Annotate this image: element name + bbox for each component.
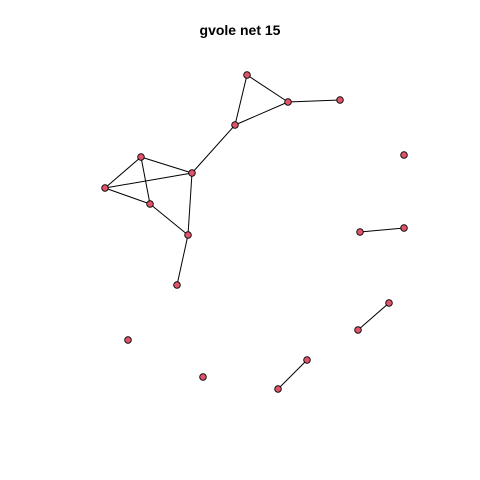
- edge-n2-n4: [287, 99, 341, 103]
- edge-n1-n3: [234, 74, 248, 126]
- edge-n2-n3: [234, 101, 289, 126]
- node-n19: [199, 373, 207, 381]
- edge-n9-n10: [176, 234, 189, 286]
- nodes-layer: [101, 71, 408, 393]
- node-n12: [356, 228, 364, 236]
- node-n16: [124, 336, 132, 344]
- edge-n14-n15: [357, 302, 390, 331]
- node-n3: [231, 121, 239, 129]
- node-n1: [243, 71, 251, 79]
- plot-title: gvole net 15: [199, 22, 281, 38]
- edge-n12-n13: [359, 227, 405, 233]
- node-n7: [101, 184, 109, 192]
- node-n14: [385, 299, 393, 307]
- node-n2: [284, 98, 292, 106]
- node-n11: [400, 151, 408, 159]
- node-n6: [137, 153, 145, 161]
- edge-n3-n5: [191, 124, 236, 174]
- edge-n5-n9: [187, 172, 193, 236]
- edge-n7-n8: [104, 187, 151, 205]
- edges-layer: [104, 74, 405, 390]
- edge-n8-n9: [149, 203, 189, 236]
- node-n9: [184, 231, 192, 239]
- node-n18: [274, 385, 282, 393]
- edge-n5-n7: [104, 172, 193, 189]
- node-n10: [173, 281, 181, 289]
- node-n4: [336, 96, 344, 104]
- edge-n1-n2: [246, 74, 289, 103]
- node-n8: [146, 200, 154, 208]
- node-n13: [400, 224, 408, 232]
- edge-n17-n18: [277, 359, 308, 390]
- edge-n6-n7: [104, 156, 142, 189]
- edge-n6-n8: [140, 156, 151, 205]
- edge-n5-n6: [140, 156, 193, 174]
- node-n17: [303, 356, 311, 364]
- node-n5: [188, 169, 196, 177]
- node-n15: [354, 326, 362, 334]
